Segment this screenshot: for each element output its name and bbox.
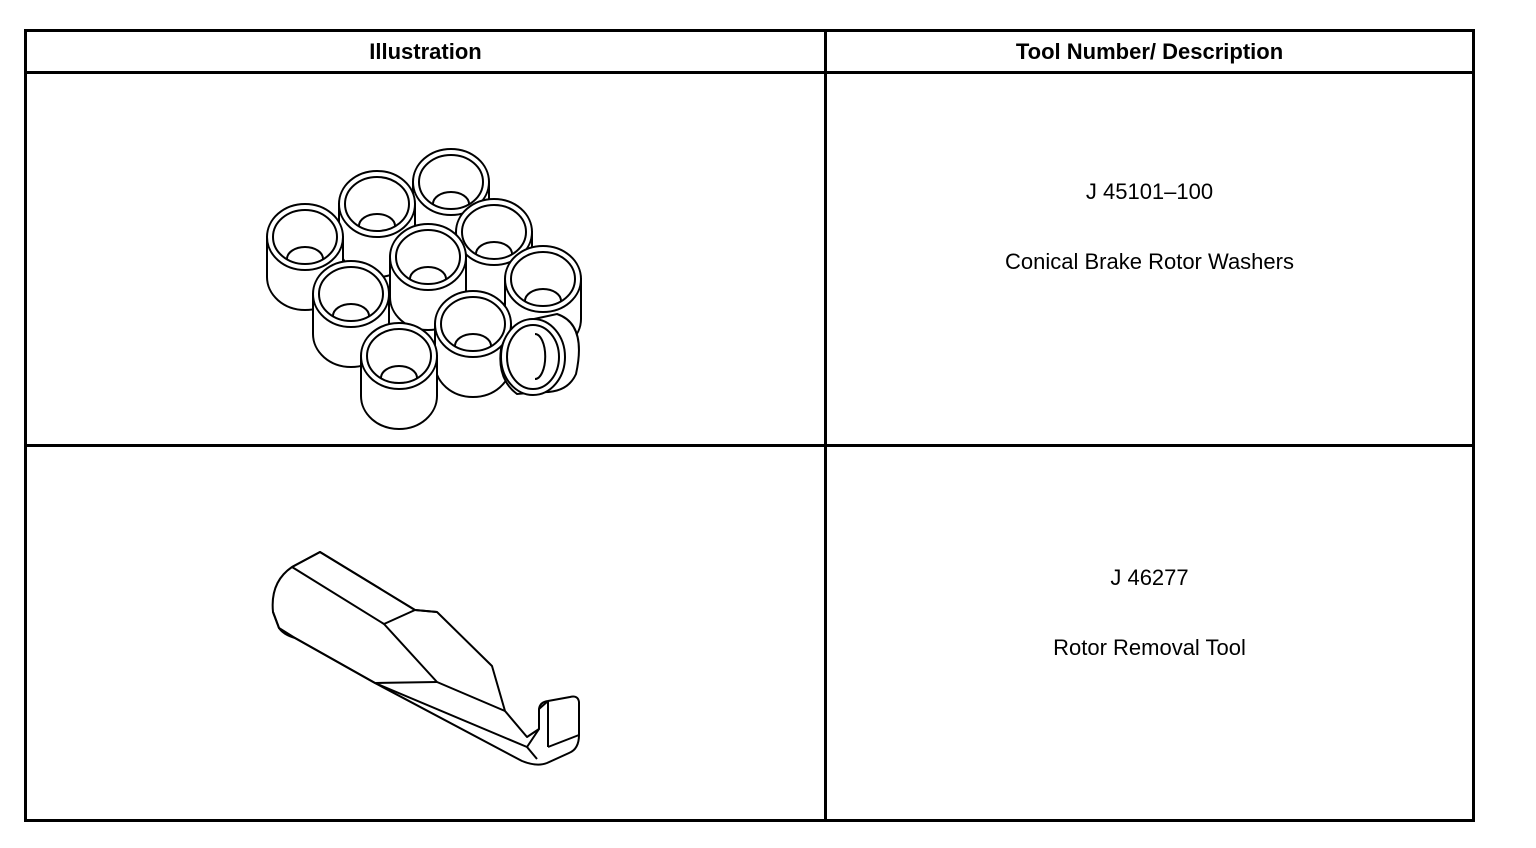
row-divider [27, 444, 1472, 447]
washer-icon [434, 290, 512, 398]
rotor-removal-tool-icon [271, 551, 580, 766]
conical-washers-icon [266, 148, 582, 430]
tool-description: Rotor Removal Tool [1053, 635, 1246, 660]
tool-number: J 45101–100 [1085, 178, 1214, 204]
tool-number: J 46277 [1110, 565, 1189, 590]
table-row-1-description: J 45101–100 Conical Brake Rotor Washers [827, 74, 1472, 444]
column-divider [824, 32, 827, 819]
washer-icon [266, 203, 344, 311]
table-row-1-illustration [27, 74, 824, 444]
header-tool-description: Tool Number/ Description [1015, 38, 1284, 64]
header-illustration: Illustration [369, 38, 482, 64]
washer-icon [360, 322, 438, 430]
header-divider [27, 71, 1472, 74]
table-row-2-description: J 46277 Rotor Removal Tool [827, 447, 1472, 819]
table-row-2-illustration [27, 447, 824, 819]
tool-table: Illustration Tool Number/ Description J … [24, 29, 1475, 822]
tool-description: Conical Brake Rotor Washers [1005, 248, 1294, 274]
washer-icon [499, 312, 580, 396]
